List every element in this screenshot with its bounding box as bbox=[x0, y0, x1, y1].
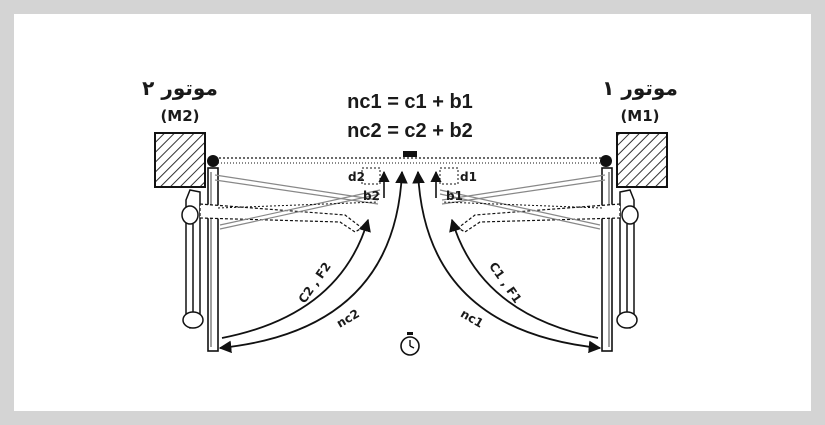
right-motor-open bbox=[616, 189, 639, 329]
label-b2: b2 bbox=[363, 189, 380, 203]
motor-2-code: (M2) bbox=[160, 107, 199, 125]
c1-arc bbox=[449, 218, 599, 339]
left-open-leaf bbox=[207, 167, 219, 352]
left-pillar bbox=[154, 132, 206, 188]
motor-1-code: (M1) bbox=[620, 107, 659, 125]
nc1-arc bbox=[412, 170, 602, 354]
left-motor-open bbox=[181, 189, 204, 329]
nc2-arc bbox=[218, 170, 408, 354]
stopwatch-icon bbox=[400, 332, 420, 356]
label-b1: b1 bbox=[446, 189, 463, 203]
label-d2: d2 bbox=[348, 170, 365, 184]
label-d1: d1 bbox=[460, 170, 477, 184]
right-open-leaf bbox=[601, 167, 613, 352]
right-hinge bbox=[600, 155, 612, 167]
motor-1-title: موتور ۱ bbox=[602, 76, 678, 100]
center-stopper bbox=[403, 151, 417, 157]
formula-nc1: nc1 = c1 + b1 bbox=[347, 91, 473, 113]
motor-2-title: موتور ۲ bbox=[142, 76, 218, 100]
left-hinge bbox=[207, 155, 219, 167]
c2-arc bbox=[221, 218, 371, 339]
right-pillar bbox=[616, 132, 668, 188]
right-stop-bracket bbox=[439, 167, 459, 185]
diagram-frame: موتور ۲ (M2) موتور ۱ (M1) nc1 = c1 + b1 … bbox=[14, 14, 811, 411]
formula-nc2: nc2 = c2 + b2 bbox=[347, 120, 473, 142]
label-nc2: nc2 bbox=[334, 306, 362, 330]
label-nc1: nc1 bbox=[458, 306, 486, 330]
